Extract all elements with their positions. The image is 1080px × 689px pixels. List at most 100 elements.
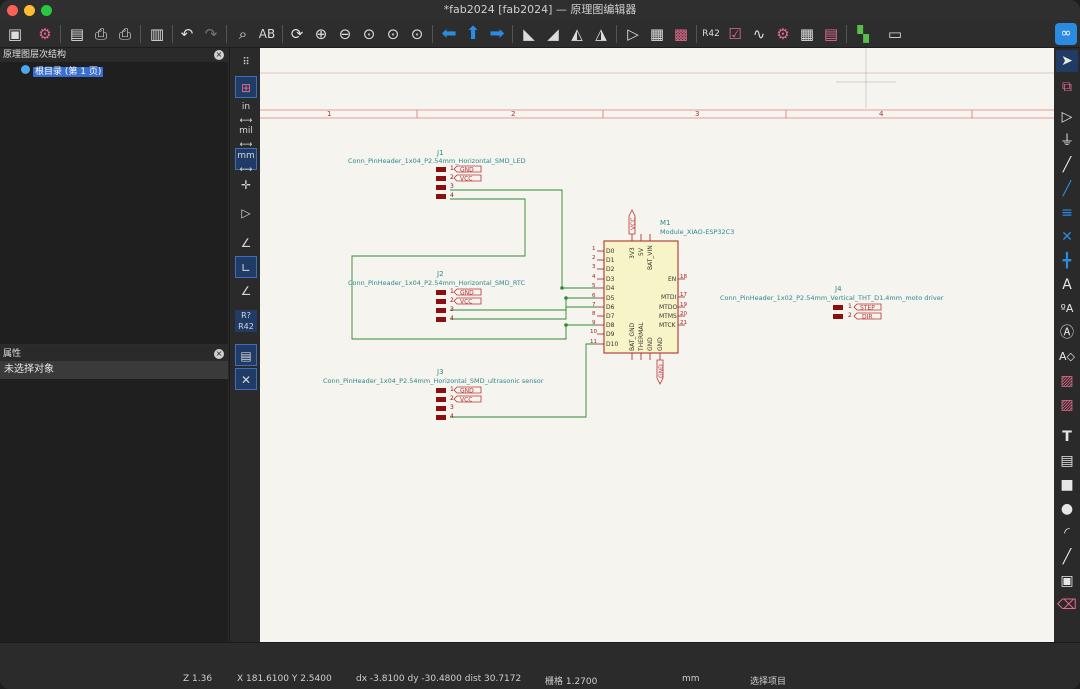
simulator-icon[interactable]: ∿ <box>752 25 766 43</box>
hier-label-icon[interactable]: A◇ <box>1059 350 1075 363</box>
add-rectangle-icon[interactable]: ■ <box>1060 477 1074 493</box>
svg-text:M1: M1 <box>660 219 671 227</box>
page-settings-icon[interactable]: ▤ <box>69 25 85 43</box>
add-image-icon[interactable]: ▣ <box>1060 573 1074 589</box>
close-icon[interactable]: × <box>214 349 224 359</box>
highlight-net-icon[interactable]: ⧉ <box>1062 79 1072 95</box>
net-class-icon[interactable]: ºA <box>1060 302 1074 315</box>
zoom-fit-icon[interactable]: ⊙ <box>362 25 376 43</box>
module-m1[interactable]: M1 Module_XIAO-ESP32C3 D0D1D2D3D4D5D6D7D… <box>590 209 734 385</box>
add-arc-icon[interactable]: ◜ <box>1064 525 1070 541</box>
bom-table-icon[interactable]: ▦ <box>799 25 815 43</box>
delete-tool-icon[interactable]: ⌫ <box>1057 597 1077 613</box>
svg-text:GND: GND <box>460 388 474 395</box>
connector-j3[interactable]: J3 Conn_PinHeader_1x04_P2.54mm_Horizonta… <box>323 368 544 420</box>
line-mode-45-icon[interactable]: ∠ <box>240 284 252 298</box>
net-label-icon[interactable]: A <box>1062 277 1072 293</box>
mirror-v-icon[interactable]: ◭ <box>571 25 583 43</box>
svg-text:MTMS: MTMS <box>659 313 677 320</box>
svg-text:3: 3 <box>592 264 596 270</box>
rotate-ccw-icon[interactable]: ◣ <box>523 25 535 43</box>
svg-text:J3: J3 <box>436 368 444 376</box>
properties-title: 属性 <box>3 349 22 359</box>
pin-icon[interactable]: ▷ <box>241 206 251 220</box>
select-arrow-icon[interactable]: ➤ <box>1056 50 1078 72</box>
arrow-left-icon[interactable]: ⬅ <box>441 23 457 44</box>
svg-text:J1: J1 <box>436 149 444 157</box>
zoom-in-icon[interactable]: ⊕ <box>314 25 328 43</box>
properties-toggle-icon[interactable]: ✕ <box>235 368 257 390</box>
bus-entry-icon[interactable]: ≡ <box>1061 205 1073 221</box>
add-line-icon[interactable]: ╱ <box>1062 549 1072 565</box>
footprint-assign-icon[interactable]: ▩ <box>673 25 689 43</box>
zoom-objects-icon[interactable]: ⊙ <box>386 25 400 43</box>
svg-text:Conn_PinHeader_1x04_P2.54mm_Ho: Conn_PinHeader_1x04_P2.54mm_Horizontal_S… <box>323 377 544 385</box>
zoom-window-button[interactable] <box>41 5 52 16</box>
zoom-selection-icon[interactable]: ⊙ <box>410 25 424 43</box>
connector-j2[interactable]: J2 Conn_PinHeader_1x04_P2.54mm_Horizonta… <box>348 270 525 322</box>
bom-icon[interactable]: ▤ <box>823 25 839 43</box>
unit-inch-button[interactable]: in⟷ <box>239 102 253 126</box>
schematic-setup-icon[interactable]: ⚙ <box>38 25 52 43</box>
add-bus-icon[interactable]: ╱ <box>1062 181 1072 197</box>
svg-text:GND: GND <box>658 364 665 378</box>
find-icon[interactable]: ⌕ <box>238 25 248 43</box>
hierarchy-toggle-icon[interactable]: ▤ <box>235 344 257 366</box>
plot-icon[interactable]: ⎙ <box>118 25 131 43</box>
symbol-editor-icon[interactable]: ▷ <box>627 25 639 43</box>
redo-icon[interactable]: ↷ <box>204 25 218 43</box>
grid-lock-icon[interactable]: ⊞ <box>235 76 257 98</box>
annotate-icon[interactable]: R42 <box>702 29 720 39</box>
print-icon[interactable]: ⎙ <box>94 25 107 43</box>
add-symbol-icon[interactable]: ▷ <box>1061 109 1073 125</box>
mirror-h-icon[interactable]: ◮ <box>595 25 607 43</box>
sheet-icon <box>21 65 30 74</box>
paste-icon[interactable]: ▥ <box>149 25 165 43</box>
minimize-window-button[interactable] <box>24 5 35 16</box>
save-icon[interactable]: ▣ <box>7 25 23 43</box>
connector-j4[interactable]: J4 Conn_PinHeader_1x02_P2.54mm_Vertical_… <box>720 285 944 321</box>
hierarchy-root-item[interactable]: 根目录 (第 1 页) <box>0 62 228 77</box>
schematic-canvas[interactable]: 1 2 3 4 J1 Conn_PinHeader_1x04_P2.54mm_H… <box>260 48 1054 642</box>
unit-mil-button[interactable]: mil⟷ <box>239 126 253 150</box>
add-wire-icon[interactable]: ╱ <box>1062 157 1072 173</box>
svg-text:D7: D7 <box>606 313 615 320</box>
add-power-icon[interactable]: ⏚ <box>1060 133 1074 149</box>
fields-editor-icon[interactable]: ⚙ <box>776 25 790 43</box>
line-mode-free-icon[interactable]: ∠ <box>240 236 252 250</box>
symbol-browser-icon[interactable]: ▦ <box>649 25 665 43</box>
svg-text:J4: J4 <box>834 285 842 293</box>
unit-mm-button[interactable]: mm⟷ <box>235 148 257 175</box>
line-mode-90-icon[interactable]: ∟ <box>235 256 257 278</box>
svg-text:VCC: VCC <box>460 397 472 404</box>
global-label-icon[interactable]: Ⓐ <box>1060 325 1074 341</box>
junction-icon[interactable]: ╋ <box>1062 253 1072 269</box>
svg-text:17: 17 <box>680 292 687 298</box>
svg-text:GND: GND <box>657 337 664 351</box>
cursor-icon[interactable]: ✛ <box>240 178 252 192</box>
import-sheet-pin-icon[interactable]: ▨ <box>1060 397 1074 413</box>
connector-j1[interactable]: J1 Conn_PinHeader_1x04_P2.54mm_Horizonta… <box>348 149 526 199</box>
no-connect-icon[interactable]: ✕ <box>1061 229 1073 245</box>
erc-icon[interactable]: ☑ <box>728 25 742 43</box>
svg-text:D9: D9 <box>606 331 615 338</box>
annotate-refs-icon[interactable]: R?R42 <box>235 310 257 332</box>
grid-icon[interactable]: ⠿ <box>242 57 250 68</box>
add-circle-icon[interactable]: ● <box>1060 501 1074 517</box>
scripting-console-icon[interactable]: ▭ <box>887 25 903 43</box>
undo-icon[interactable]: ↶ <box>180 25 194 43</box>
svg-text:8: 8 <box>592 311 596 317</box>
rotate-cw-icon[interactable]: ◢ <box>547 25 559 43</box>
find-replace-icon[interactable]: AB <box>258 27 276 41</box>
arrow-right-icon[interactable]: ➡ <box>489 23 505 44</box>
open-pcb-icon[interactable]: ▚ <box>857 25 869 43</box>
zoom-out-icon[interactable]: ⊖ <box>338 25 352 43</box>
close-icon[interactable]: × <box>214 50 224 60</box>
add-text-icon[interactable]: T <box>1062 429 1072 445</box>
arrow-up-icon[interactable]: ⬆ <box>465 23 481 44</box>
plugin-icon[interactable]: ∞ <box>1055 23 1077 45</box>
add-textbox-icon[interactable]: ▤ <box>1060 453 1074 469</box>
close-window-button[interactable] <box>7 5 18 16</box>
add-sheet-icon[interactable]: ▨ <box>1060 373 1074 389</box>
refresh-icon[interactable]: ⟳ <box>290 25 304 43</box>
